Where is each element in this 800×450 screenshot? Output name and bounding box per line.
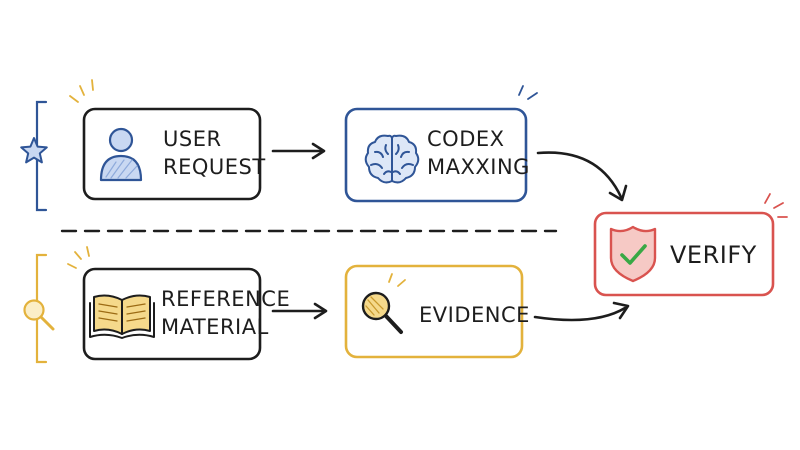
book-icon: [89, 294, 155, 339]
magnifier-icon: [361, 291, 403, 334]
user-request-label-line1: USER: [163, 127, 222, 151]
codex-maxxing-label-line1: CODEX: [427, 127, 505, 151]
user-icon: [99, 127, 143, 182]
star-icon: [20, 137, 48, 164]
verify-label: VERIFY: [670, 241, 757, 269]
evidence-label: EVIDENCE: [419, 303, 530, 327]
arrow-evidence-to-verify: [533, 301, 630, 322]
emphasis-ticks: [388, 273, 406, 287]
top-side-bracket: [20, 100, 48, 212]
node-verify: VERIFY: [593, 193, 788, 297]
arrow-user-to-codex: [271, 142, 326, 160]
magnifier-icon: [23, 299, 55, 331]
reference-material-label-line2: MATERIAL: [161, 315, 269, 339]
bottom-side-bracket: [23, 253, 55, 364]
user-request-label-line2: REQUEST: [163, 155, 266, 179]
emphasis-ticks: [764, 193, 788, 218]
codex-maxxing-label-line2: MAXXING: [427, 155, 530, 179]
arrow-reference-to-evidence: [271, 302, 328, 320]
emphasis-ticks: [67, 246, 90, 269]
brain-icon: [364, 134, 420, 184]
node-reference-material: REFERENCE MATERIAL: [67, 246, 290, 361]
emphasis-ticks: [69, 79, 94, 103]
arrow-codex-to-verify: [536, 151, 628, 202]
node-evidence: EVIDENCE: [344, 264, 530, 359]
reference-material-label-line1: REFERENCE: [161, 287, 290, 311]
node-user-request: USER REQUEST: [69, 79, 266, 201]
node-codex-maxxing: CODEX MAXXING: [344, 85, 538, 203]
shield-check-icon: [609, 225, 657, 283]
emphasis-ticks: [518, 85, 538, 100]
